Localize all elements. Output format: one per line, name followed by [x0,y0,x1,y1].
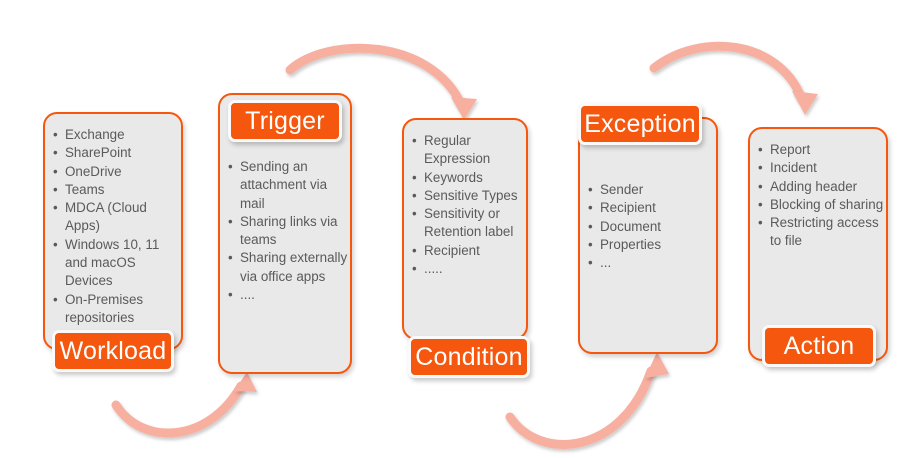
stage-card-action[interactable]: Report Incident Adding header Blocking o… [748,127,888,361]
list-item: OneDrive [45,163,181,182]
list-item: Windows 10, 11 and macOS Devices [45,236,181,291]
list-item: Properties [580,236,716,255]
list-item: ... [580,254,716,273]
arrowhead-into-condition [451,97,477,120]
stage-items-trigger: Sending an attachment via mail Sharing l… [220,158,350,305]
list-item: Regular Expression [404,132,526,169]
connector-condition-to-exception [505,366,656,449]
stage-label-exception[interactable]: Exception [578,103,702,145]
list-item: Sending an attachment via mail [220,158,350,213]
list-item: MDCA (Cloud Apps) [45,199,181,236]
stage-card-exception[interactable]: Sender Recipient Document Properties ... [578,117,718,354]
list-item: Incident [750,159,886,178]
list-item: Sensitive Types [404,187,526,206]
stage-card-workload[interactable]: Exchange SharePoint OneDrive Teams MDCA … [43,112,183,350]
stage-items-action: Report Incident Adding header Blocking o… [750,141,886,251]
list-item: Exchange [45,126,181,145]
list-item: Report [750,141,886,160]
list-item: Adding header [750,178,886,197]
list-item: Blocking of sharing [750,196,886,215]
list-item: Sensitivity or Retention label [404,205,526,242]
list-item: SharePoint [45,144,181,163]
connector-workload-to-trigger [111,381,246,438]
list-item: Sharing links via teams [220,213,350,250]
list-item: .... [220,286,350,305]
list-item: Document [580,218,716,237]
list-item: ..... [404,260,526,279]
list-item: On-Premises repositories [45,291,181,328]
connector-exception-to-action [649,41,806,102]
arrowhead-into-action [792,91,818,115]
stage-items-exception: Sender Recipient Document Properties ... [580,181,716,273]
stage-items-workload: Exchange SharePoint OneDrive Teams MDCA … [45,126,181,327]
arrowhead-into-trigger [234,372,257,392]
list-item: Sender [580,181,716,200]
list-item: Keywords [404,169,526,188]
stage-label-trigger[interactable]: Trigger [228,100,342,142]
arrowhead-into-exception [645,352,669,378]
stage-label-condition[interactable]: Condition [408,336,530,378]
list-item: Recipient [580,199,716,218]
list-item: Sharing externally via office apps [220,249,350,286]
list-item: Restricting access to file [750,214,886,251]
list-item: Recipient [404,242,526,261]
stage-label-workload[interactable]: Workload [52,330,174,372]
stage-label-action[interactable]: Action [762,325,876,367]
list-item: Teams [45,181,181,200]
stage-card-condition[interactable]: Regular Expression Keywords Sensitive Ty… [402,118,528,340]
stage-items-condition: Regular Expression Keywords Sensitive Ty… [404,132,526,279]
